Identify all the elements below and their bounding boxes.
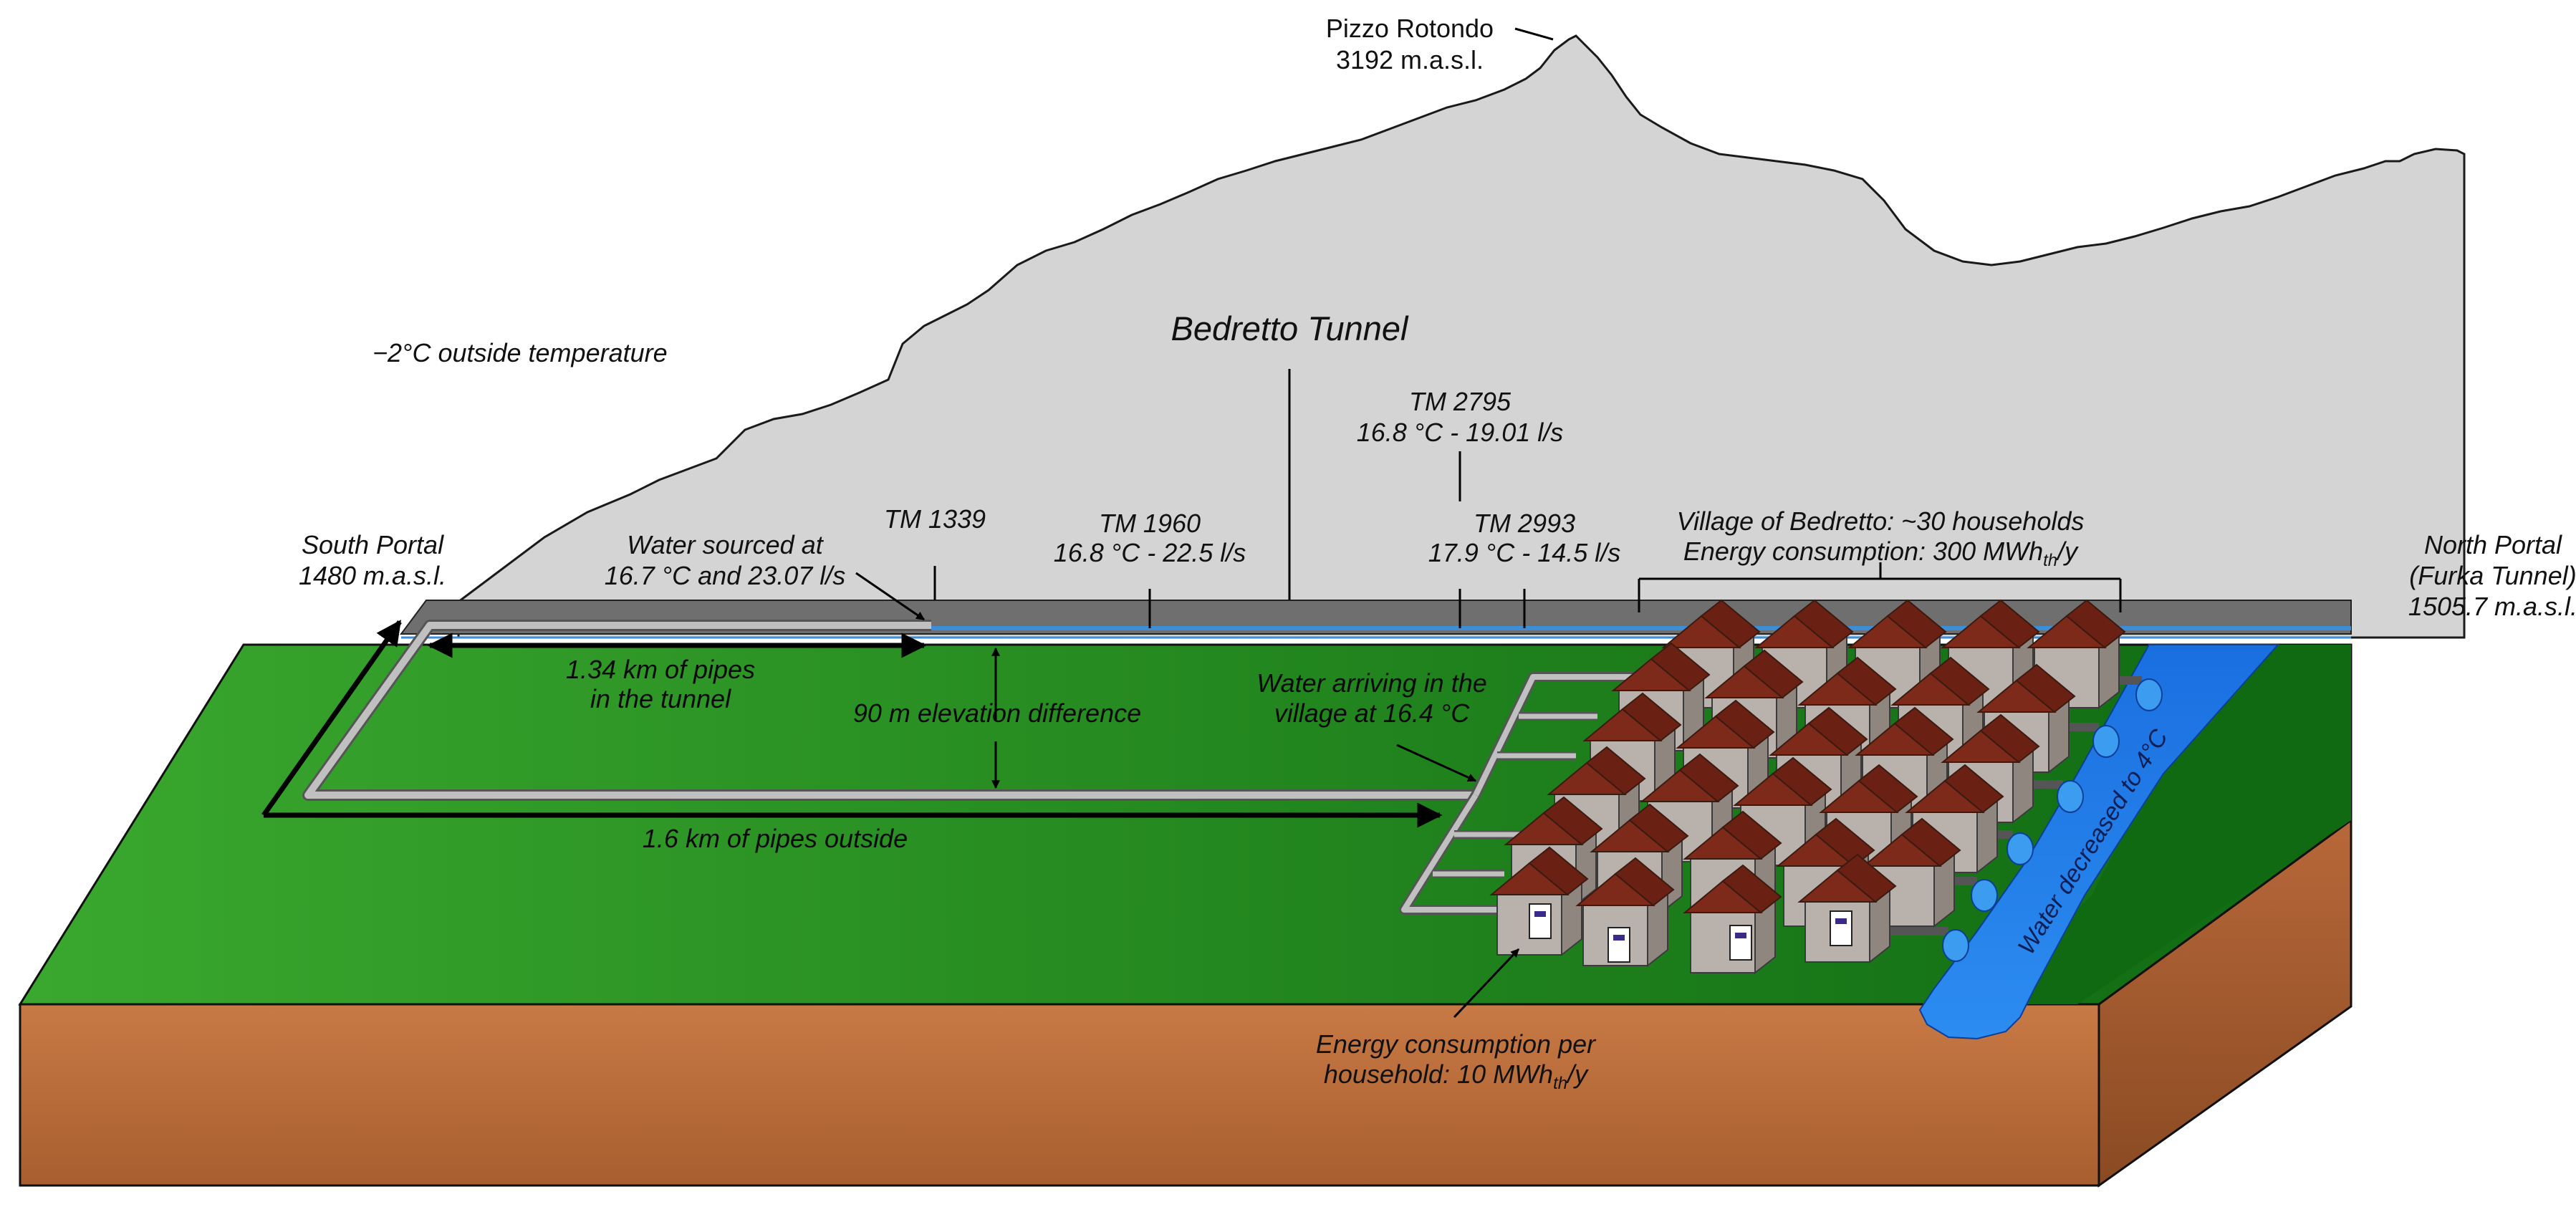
north-portal-elevation: 1505.7 m.a.s.l. [2408,592,2576,621]
tm2993-label: TM 2993 [1474,509,1575,538]
tm2795-label: TM 2795 [1409,387,1512,416]
tm1339-label: TM 1339 [884,504,986,534]
arrival-line2: village at 16.4 °C [1274,698,1471,728]
south-portal-elevation: 1480 m.a.s.l. [299,561,446,590]
soil-front-face [19,1003,2100,1187]
tm2795-value: 16.8 °C - 19.01 l/s [1357,418,1564,447]
arrival-line1: Water arriving in the [1256,668,1486,698]
tunnel-title: Bedretto Tunnel [1171,309,1410,347]
village-households: Village of Bedretto: ~30 households [1677,506,2085,536]
source-line1: Water sourced at [627,530,824,559]
pipes-tunnel-line1: 1.34 km of pipes [566,655,755,684]
peak-name: Pizzo Rotondo [1326,14,1494,43]
village-energy: Energy consumption: 300 MWhth/y [1683,537,2079,570]
river [1918,644,2280,1040]
pipes-tunnel-line2: in the tunnel [590,684,731,713]
north-portal-name: North Portal [2424,530,2562,559]
tm1960-label: TM 1960 [1099,509,1201,538]
household-energy-line1: Energy consumption per [1316,1029,1597,1059]
source-line2: 16.7 °C and 23.07 l/s [605,561,846,590]
tm2993-value: 17.9 °C - 14.5 l/s [1428,538,1621,567]
ambient-temperature: −2°C outside temperature [373,338,668,367]
pipe-network [302,620,1748,915]
north-portal-sub: (Furka Tunnel) [2409,561,2576,590]
heat-pump-units [1529,903,1852,963]
annotation-lines [855,27,2122,1019]
grass-far-bank [1977,645,2351,1004]
tm1960-value: 16.8 °C - 22.5 l/s [1054,538,1246,567]
distance-arrows [261,620,1443,828]
household-energy-line2: household: 10 MWhth/y [1324,1059,1589,1093]
peak-elevation: 3192 m.a.s.l. [1336,45,1484,74]
elevation-difference: 90 m elevation difference [853,698,1141,728]
mountain-silhouette [457,34,2466,639]
pipes-outside: 1.6 km of pipes outside [643,824,908,853]
south-portal-name: South Portal [302,530,444,559]
